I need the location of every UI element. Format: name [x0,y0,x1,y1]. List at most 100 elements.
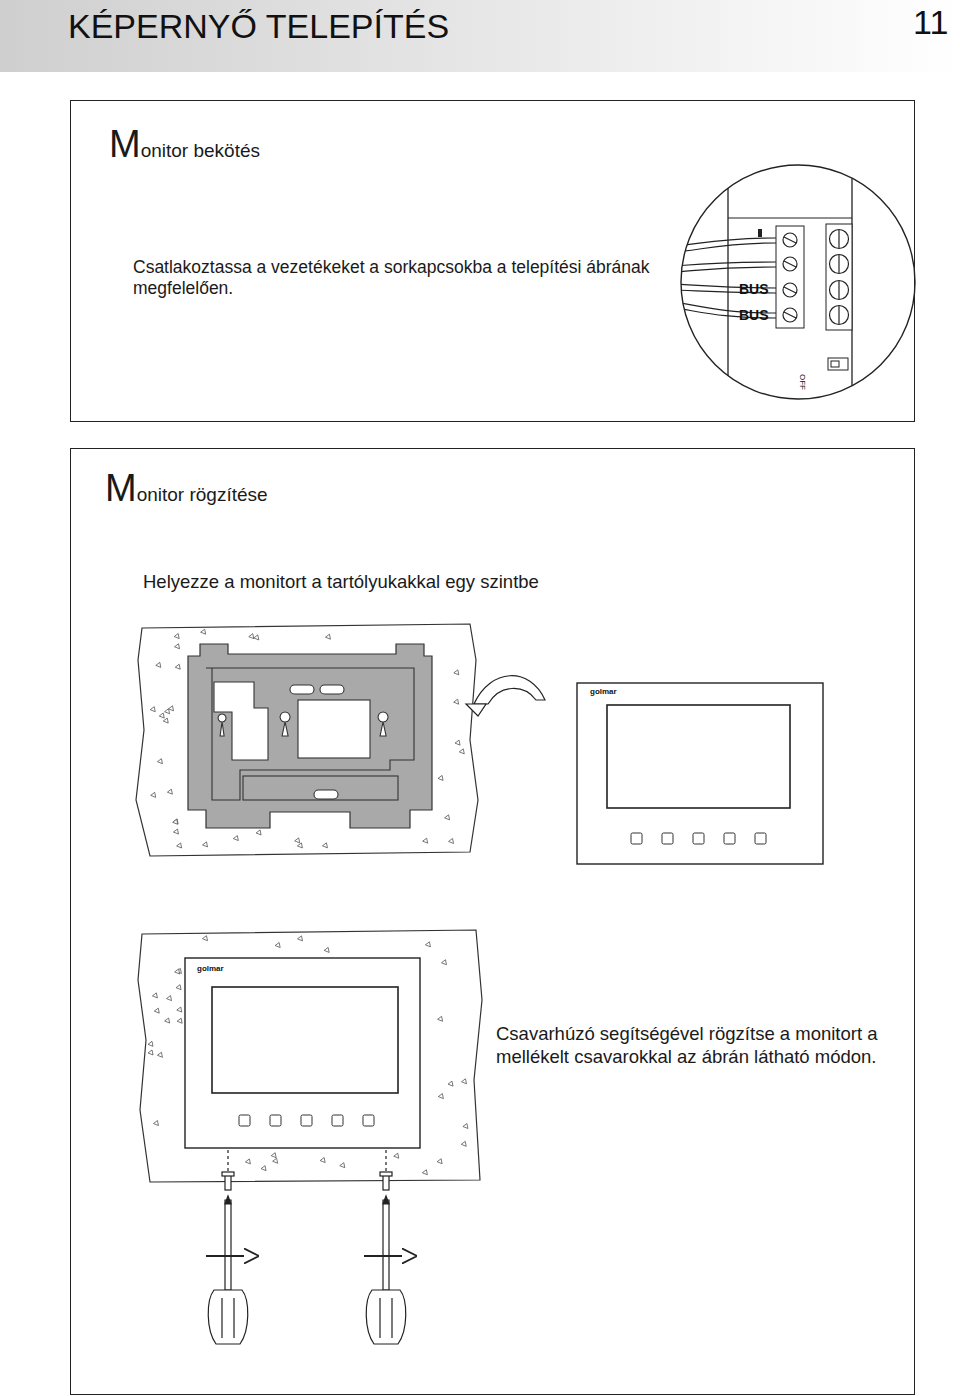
wall-texture [175,969,180,974]
button-icon [693,833,704,844]
wall-texture [438,1094,443,1099]
wall-texture [233,836,238,841]
button-icon [724,833,735,844]
wall-texture [448,1081,453,1086]
wall-texture [173,829,178,834]
wall-texture [174,634,179,639]
button-icon [755,833,766,844]
wall-texture [173,819,178,824]
wall-texture [461,1141,466,1146]
wall [136,624,478,856]
wall-texture [459,749,464,754]
wall-texture [201,629,206,634]
wall-texture [249,634,254,639]
section-heading: Monitor bekötés [109,121,260,167]
button-icon [662,833,673,844]
wall-texture [245,1159,250,1164]
wall-texture [157,759,162,764]
wall-texture [454,670,459,675]
wall-texture [320,1158,325,1163]
wall-texture [169,706,174,711]
wall-texture [273,1158,278,1163]
wall-texture [165,709,170,714]
wall-texture [154,1008,159,1013]
page-title: KÉPERNYŐ TELEPÍTÉS [68,9,449,43]
wall-texture [462,1079,467,1084]
wall-texture [437,1159,442,1164]
wall-texture [325,634,330,639]
wall-texture [153,1121,158,1126]
wall-texture [261,1166,266,1171]
wall-texture [177,1018,182,1023]
button-icon [631,833,642,844]
header-frame [0,0,960,72]
wall-texture [176,985,181,990]
header-band [0,0,960,72]
mounting-bracket [188,644,432,828]
wall-texture [438,775,443,780]
wall-texture [425,942,430,947]
page-number: 11 [913,5,948,39]
wall-texture [150,707,155,712]
section-heading: Monitor rögzítése [105,465,268,511]
signal-name: BUS [739,282,769,296]
wall-texture [438,1016,443,1021]
brand-name: golmar [197,965,224,973]
wall-texture [165,1018,170,1023]
screwdrivers [206,1150,414,1344]
wall-texture [157,1052,162,1057]
wall-texture [256,830,261,835]
turn-arrow [474,676,545,704]
wall-texture [340,1163,345,1168]
button-icon [332,1115,343,1126]
wall-texture [167,789,172,794]
wall-texture [175,644,180,649]
wall-texture [148,1050,153,1055]
wall-texture [454,699,459,704]
wall-texture [156,662,161,667]
wall-texture [254,635,259,640]
wall-texture [297,936,302,941]
wall-texture [463,1123,468,1128]
wall-texture [151,792,156,797]
monitor [577,683,823,864]
wall-texture [394,1153,399,1158]
wall [138,930,482,1182]
wall-texture [324,947,329,952]
wall-texture [163,718,168,723]
wall-texture [203,842,208,847]
wall-texture [177,1007,182,1012]
wall-texture [445,815,450,820]
section-panel: Monitor rögzítéseHelyezze a monitort a t… [70,448,915,1395]
wall-texture [271,1153,276,1158]
wall-texture [175,664,180,669]
terminal-detail [675,160,920,410]
wall-texture [152,993,157,998]
wall-texture [167,996,172,1001]
switch-label: OFF [798,374,806,390]
wall-texture [177,843,182,848]
wall-texture [441,960,446,965]
button-icon [270,1115,281,1126]
instruction-text: Csavarhúzó segítségével rögzítse a monit… [496,1023,936,1068]
wall-texture [422,1170,427,1175]
wall-texture [202,936,207,941]
wall-texture [159,713,164,718]
wall-texture [455,740,460,745]
wall-texture [148,1041,153,1046]
wall-texture [275,943,280,948]
wall-texture [295,838,300,843]
button-icon [363,1115,374,1126]
instruction-text: Csatlakoztassa a vezetékeket a sorkapcso… [133,257,678,300]
button-icon [301,1115,312,1126]
signal-name: BUS [739,308,769,322]
wall-texture [173,819,178,824]
wall-texture [297,843,302,848]
monitor [185,958,420,1148]
instruction-text: Helyezze a monitort a tartólyukakkal egy… [143,571,703,594]
section-panel: Monitor bekötésCsatlakoztassa a vezetéke… [70,100,915,422]
button-icon [239,1115,250,1126]
wall-texture [322,843,327,848]
wall-texture [423,838,428,843]
